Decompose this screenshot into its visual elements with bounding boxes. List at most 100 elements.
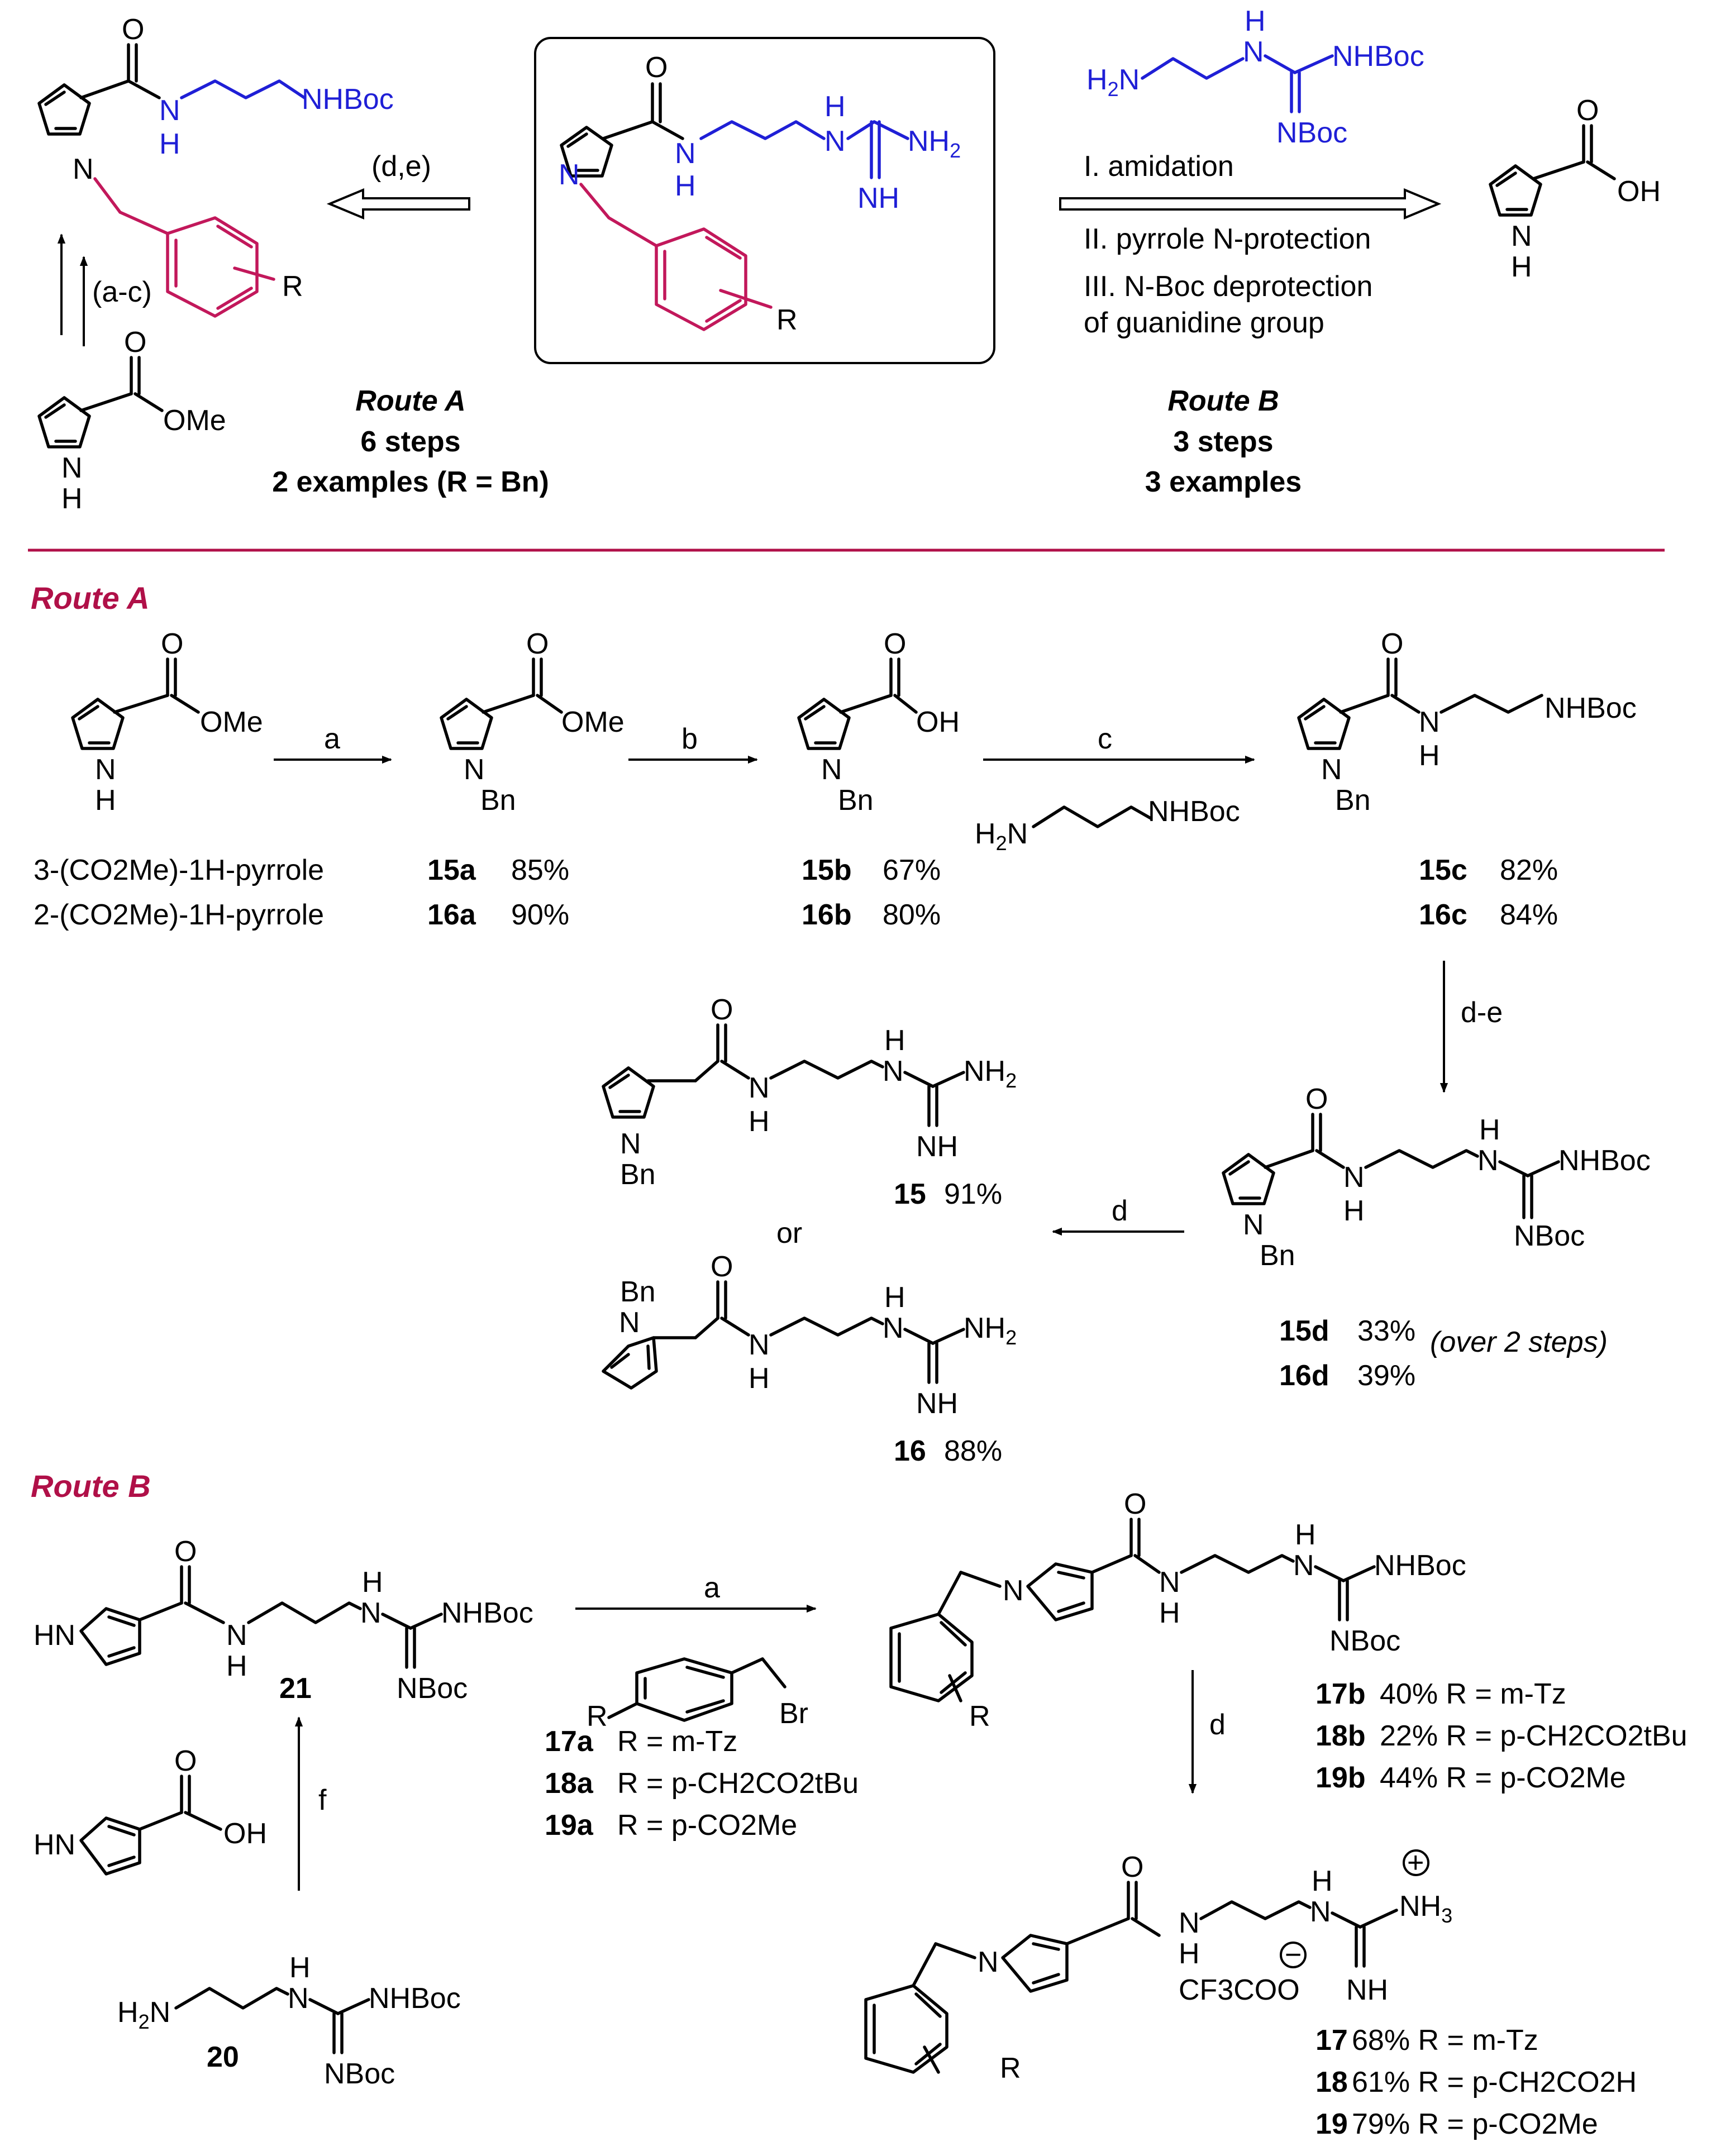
atom-o: O	[526, 628, 549, 660]
label-c: c	[1098, 723, 1112, 755]
atom-h-guan: H	[824, 90, 846, 123]
atom-nhboc: NHBoc	[302, 83, 394, 116]
plus-sign: +	[1407, 1847, 1424, 1879]
atom-o: O	[711, 1251, 733, 1283]
atom-nh: NH	[916, 1131, 958, 1163]
atom-h: H	[159, 128, 180, 160]
atom-nhboc: NHBoc	[1332, 40, 1424, 73]
minus-sign: −	[1285, 1939, 1302, 1971]
counter-ion: CF3COO	[1179, 1974, 1300, 2006]
label-d-e: (d,e)	[371, 150, 431, 183]
atom-bn: Bn	[1335, 784, 1371, 817]
label-18: 18	[1315, 2066, 1348, 2098]
atom-n-pyr: N	[1003, 1575, 1024, 1607]
atom-n-g: N	[883, 1312, 904, 1344]
atom-hn: HN	[34, 1619, 75, 1652]
step-iii-a: III. N-Boc deprotection	[1084, 270, 1372, 303]
atom-bn: Bn	[1260, 1239, 1295, 1272]
text-17b: 40% R = m-Tz	[1380, 1678, 1566, 1710]
label-15b: 15b	[802, 854, 852, 886]
atom-nhboc: NHBoc	[1545, 692, 1637, 724]
atom-h: H	[749, 1362, 770, 1395]
atom-h-g: H	[1312, 1865, 1333, 1897]
atom-oh: OH	[1617, 175, 1661, 208]
yield-15: 91%	[944, 1178, 1002, 1210]
atom-nh3: NH3	[1399, 1890, 1452, 1927]
atom-nhboc: NHBoc	[1558, 1144, 1651, 1177]
text-19b: 44% R = p-CO2Me	[1380, 1762, 1626, 1794]
label-17: 17	[1315, 2024, 1348, 2057]
top-left-molecule: O N H NHBoc N R	[37, 13, 394, 318]
reagent-c: H2N NHBoc	[975, 795, 1240, 855]
atom-nhboc: NHBoc	[1148, 795, 1240, 828]
plus-charge	[1403, 1849, 1429, 1876]
label-d-e-a: d-e	[1461, 996, 1503, 1029]
route-a-sm: O OMe N H	[71, 628, 263, 817]
atom-n-pyr: N	[619, 1306, 640, 1339]
atom-h: H	[1511, 251, 1532, 283]
compound-21: HN O N H N H NHBoc NBoc	[34, 1535, 533, 1705]
atom-r: R	[1000, 2052, 1021, 2085]
atom-h-g: H	[1295, 1519, 1316, 1551]
text-18: 61% R = p-CH2CO2H	[1352, 2066, 1637, 2098]
atom-nh2: NH2	[908, 125, 961, 162]
label-21: 21	[279, 1672, 312, 1705]
atom-n: N	[1343, 1161, 1365, 1194]
atom-o: O	[124, 326, 146, 359]
label-15c: 15c	[1419, 854, 1467, 886]
atom-h2n: H2N	[117, 1996, 170, 2033]
atom-nh-imine: NH	[857, 182, 899, 214]
atom-n: N	[749, 1329, 770, 1361]
label-a-c: (a-c)	[92, 276, 152, 308]
label-19: 19	[1315, 2108, 1348, 2140]
label-f: f	[318, 1784, 327, 1816]
retro-arrow-de	[326, 188, 470, 220]
atom-n: N	[1159, 1566, 1180, 1599]
atom-h-g: H	[362, 1566, 383, 1599]
atom-nboc: NBoc	[397, 1672, 468, 1705]
step-i: I. amidation	[1084, 150, 1234, 183]
atom-h-g: H	[884, 1281, 905, 1314]
atom-h-g: H	[884, 1024, 905, 1057]
atom-n: N	[1419, 706, 1440, 738]
text-17a: R = m-Tz	[617, 1725, 737, 1758]
atom-h2n: H2N	[975, 818, 1028, 855]
route-b-heading: Route B	[31, 1468, 151, 1504]
atom-o: O	[1124, 1488, 1146, 1520]
atom-n-pyr: N	[978, 1946, 999, 1978]
atom-o: O	[174, 1745, 197, 1777]
atom-h: H	[1343, 1195, 1365, 1227]
route-b-title: Route B	[1167, 385, 1279, 417]
atom-n-pyrrole: N	[559, 159, 580, 191]
text-19a: R = p-CO2Me	[617, 1809, 797, 1842]
atom-h-g: H	[289, 1952, 311, 1984]
or: or	[776, 1217, 802, 1249]
route-b-acid: HN O OH	[34, 1745, 267, 1876]
atom-h: H	[226, 1650, 247, 1682]
atom-n-pyr: N	[1243, 1209, 1264, 1241]
atom-r: R	[587, 1700, 608, 1733]
text-17: 68% R = m-Tz	[1352, 2024, 1538, 2057]
atom-n-pyr: N	[1321, 753, 1342, 786]
atom-h2n: H2N	[1086, 64, 1140, 101]
label-a-route-b: a	[704, 1572, 720, 1604]
acid-pyrrole-top: O OH N H	[1489, 94, 1661, 283]
label-15d: 15d	[1279, 1315, 1329, 1347]
yield-15b: 67%	[883, 854, 941, 886]
label-17b: 17b	[1315, 1678, 1366, 1710]
compound-15a: O OMe N Bn	[440, 628, 625, 817]
atom-n: N	[61, 452, 83, 484]
atom-h-g: H	[1479, 1114, 1500, 1146]
retro-arrow-route-b	[1059, 188, 1442, 220]
atom-o: O	[711, 994, 733, 1026]
atom-oh: OH	[916, 706, 960, 738]
atom-r: R	[282, 270, 303, 303]
atom-h: H	[1179, 1938, 1200, 1970]
atom-nboc: NBoc	[1329, 1625, 1400, 1657]
atom-oh: OH	[223, 1818, 267, 1850]
atom-bn: Bn	[620, 1276, 656, 1308]
atom-nboc: NBoc	[324, 2058, 395, 2090]
atom-nboc: NBoc	[1514, 1220, 1585, 1252]
atom-n-pyrrole: N	[73, 153, 94, 185]
